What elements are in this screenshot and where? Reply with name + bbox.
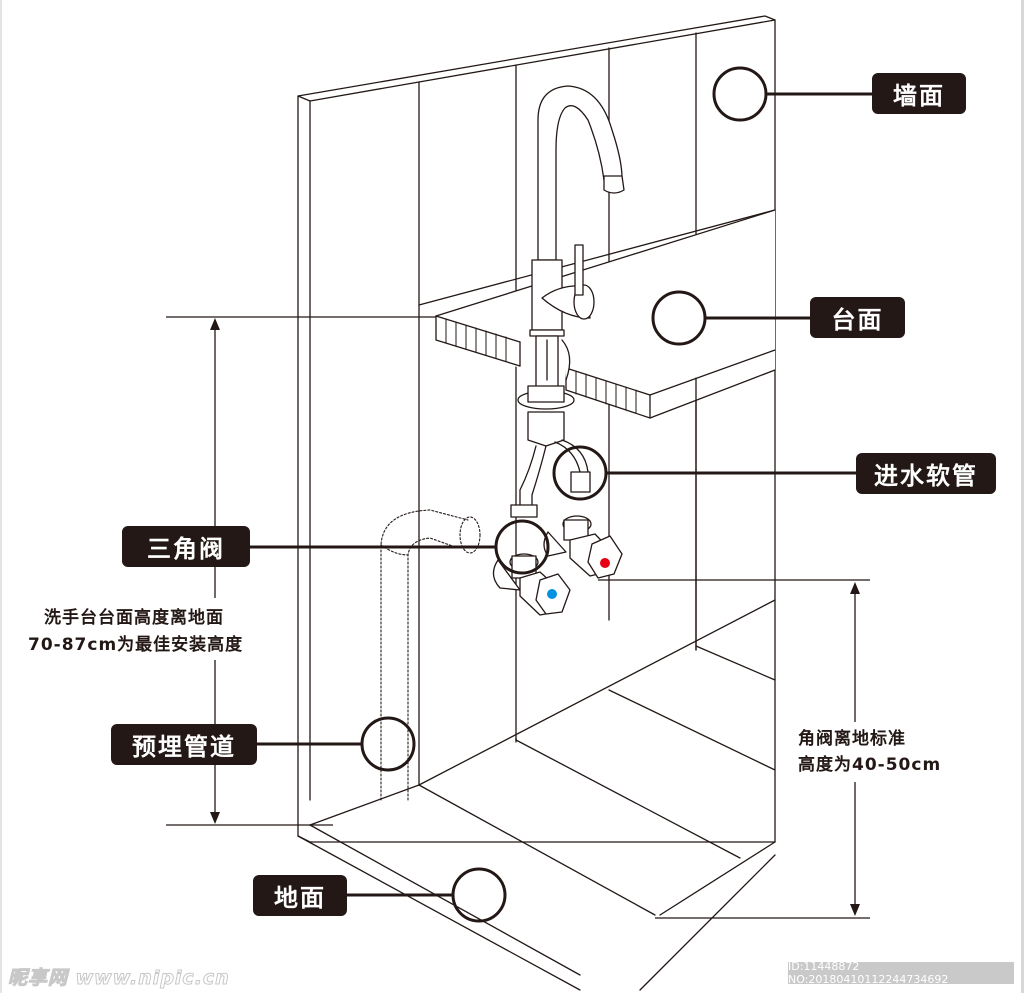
inlet-hose-label: 进水软管 — [856, 453, 996, 494]
cold-valve-dot — [547, 589, 557, 599]
image-border-left — [0, 0, 2, 993]
floor-label: 地面 — [253, 875, 347, 916]
image-border-right — [1021, 0, 1024, 993]
site-watermark: 昵享网 www.nipic.cn — [8, 967, 230, 990]
embedded-pipe-label: 预埋管道 — [111, 724, 257, 765]
counter-height-note-line2: 70-87cm为最佳安装高度 — [28, 635, 244, 655]
valve-height-note-line2: 高度为40-50cm — [798, 755, 942, 775]
countertop — [435, 209, 776, 651]
hot-valve-dot — [600, 558, 610, 568]
angle-valve-label: 三角阀 — [122, 526, 250, 567]
image-id-watermark: ID:11448872 NO:20180410112244734692 — [788, 960, 1014, 986]
countertop-label: 台面 — [810, 297, 905, 338]
embedded-pipe — [380, 509, 481, 801]
counter-height-note-line1: 洗手台台面高度离地面 — [44, 608, 224, 628]
floor — [297, 599, 776, 991]
floor-callout-circle — [451, 867, 507, 923]
faucet — [510, 85, 625, 518]
valve-height-note-line1: 角阀离地标准 — [798, 729, 906, 749]
wall-label: 墙面 — [872, 73, 966, 114]
